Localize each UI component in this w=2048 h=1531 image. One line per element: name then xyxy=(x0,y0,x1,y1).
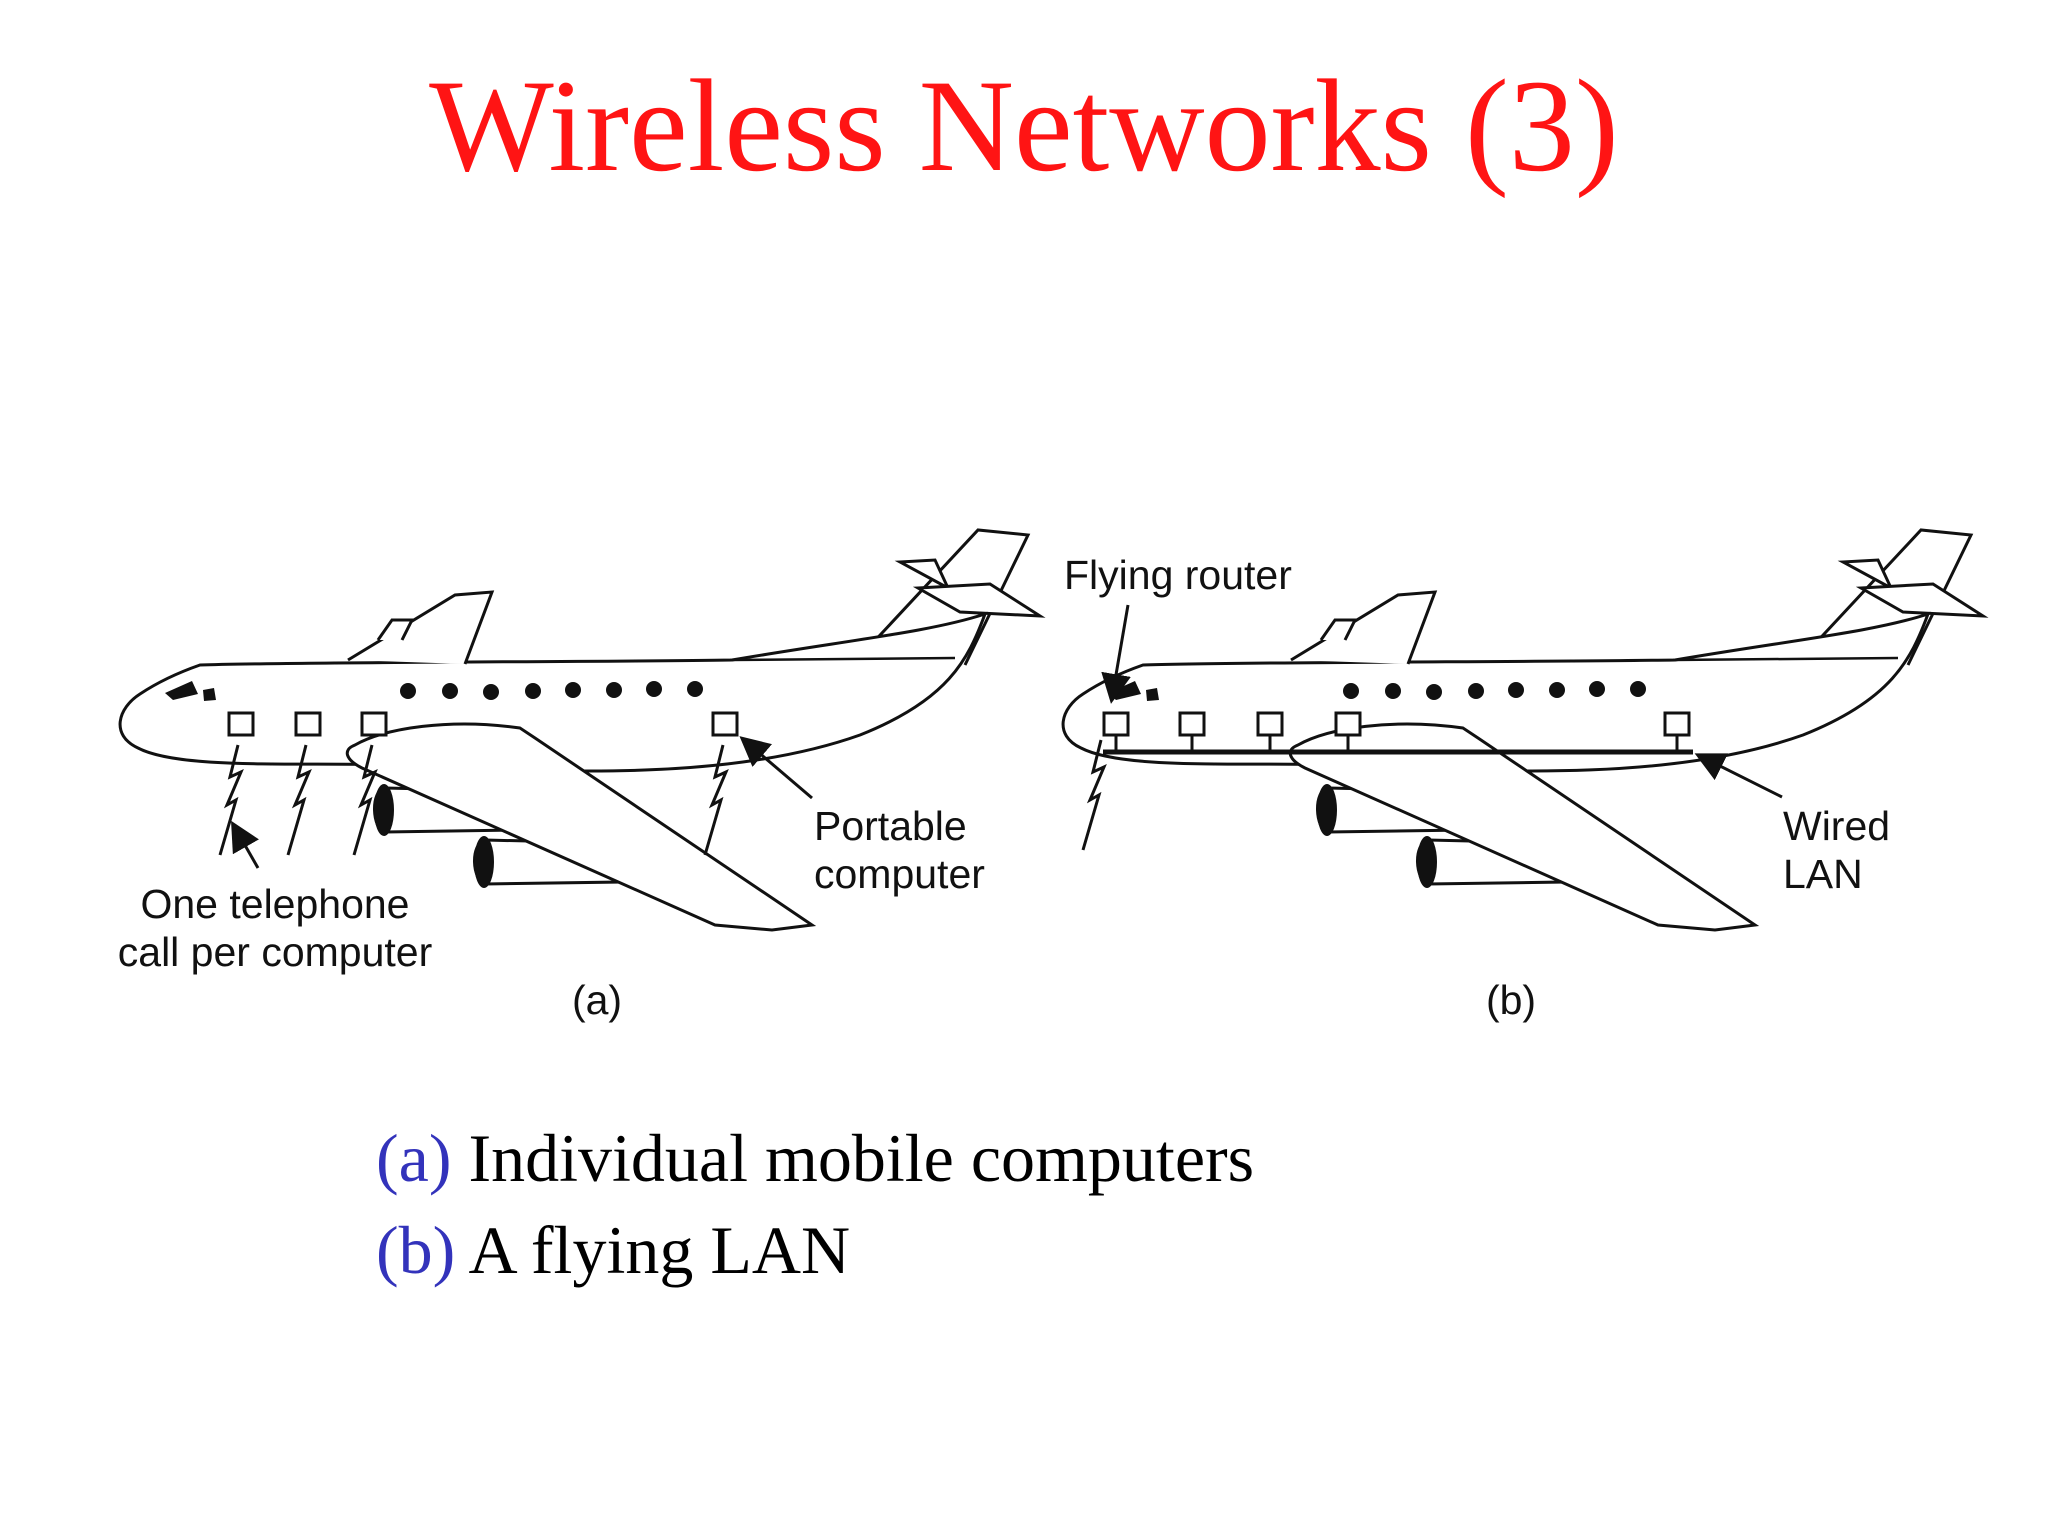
caption-line-b: (b) A flying LAN xyxy=(376,1204,1254,1296)
panel-b-label: (b) xyxy=(1486,977,1536,1023)
callout-computer-line2: computer xyxy=(814,851,985,897)
caption: (a) Individual mobile computers (b) A fl… xyxy=(376,1112,1254,1296)
callout-phone-line2: call per computer xyxy=(118,929,432,975)
computer-terminals-a xyxy=(227,711,739,737)
callout-phone-line1: One telephone xyxy=(140,881,409,927)
callout-router: Flying router xyxy=(1064,552,1292,598)
callout-lan-line2: LAN xyxy=(1783,851,1863,897)
arrow-computer xyxy=(739,736,813,800)
callout-lan-line1: Wired xyxy=(1783,803,1890,849)
arrow-lan xyxy=(1694,753,1783,799)
panel-b: Flying router Wired LAN (b) xyxy=(1061,528,1985,1023)
caption-line-a: (a) Individual mobile computers xyxy=(376,1112,1254,1204)
caption-text-b: A flying LAN xyxy=(455,1212,851,1288)
panel-a: One telephone call per computer Portable… xyxy=(118,528,1042,1023)
panel-a-label: (a) xyxy=(572,977,622,1023)
caption-text-a: Individual mobile computers xyxy=(451,1120,1255,1196)
wired-lan-bus xyxy=(1103,735,1693,755)
callout-computer-line1: Portable xyxy=(814,803,967,849)
slide-title: Wireless Networks (3) xyxy=(429,52,1619,199)
arrow-router xyxy=(1101,604,1131,704)
caption-key-b: (b) xyxy=(376,1212,456,1288)
caption-key-a: (a) xyxy=(376,1120,452,1196)
arrow-phone xyxy=(231,820,260,869)
